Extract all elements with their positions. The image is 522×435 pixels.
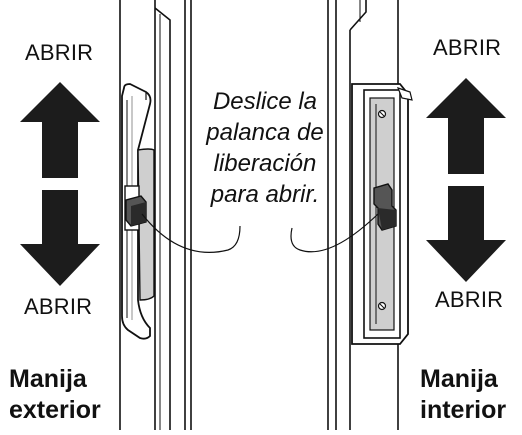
leader-line-left [141, 213, 241, 253]
instruction-line-1: Deslice la [212, 88, 318, 115]
left-bottom-abrir-label: ABRIR [24, 294, 93, 319]
exterior-handle-title-line2: exterior [9, 396, 101, 424]
instruction-line-2: palanca de [206, 119, 324, 146]
instruction-line-4: para abrir. [210, 181, 320, 208]
leader-lines [141, 213, 379, 253]
interior-release-lever [373, 183, 397, 231]
left-door-frame [119, 0, 192, 430]
interior-handle-title: Manija interior [420, 364, 506, 426]
left-down-arrow [20, 190, 100, 286]
instruction-line-3: liberación [213, 150, 317, 177]
right-top-abrir-label: ABRIR [433, 35, 502, 60]
right-down-arrow [426, 186, 506, 282]
interior-handle-title-line2: interior [420, 396, 507, 424]
exterior-handle-title-line1: Manija [9, 365, 87, 393]
right-bottom-abrir-label: ABRIR [435, 287, 504, 312]
release-instruction: Deslice la palanca de liberación para ab… [195, 86, 335, 210]
interior-handle [351, 83, 413, 345]
exterior-handle-title: Manija exterior [9, 364, 101, 426]
left-up-arrow [20, 82, 100, 178]
exterior-handle [121, 83, 155, 340]
exterior-release-lever [124, 185, 147, 231]
interior-handle-title-line1: Manija [420, 365, 498, 393]
leader-line-right [290, 213, 379, 253]
right-up-arrow [426, 78, 506, 174]
left-top-abrir-label: ABRIR [25, 40, 94, 65]
